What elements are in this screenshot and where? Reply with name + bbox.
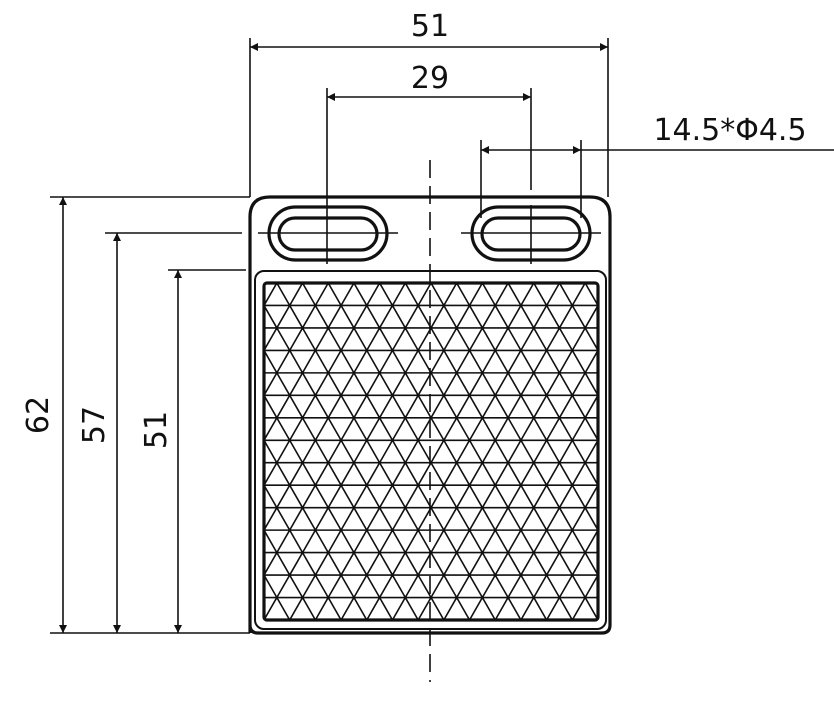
dimension-label-reflector: 51 (139, 411, 174, 449)
prism-pattern (264, 283, 598, 620)
prism-grid-lines (264, 283, 598, 620)
reflector-body (248, 195, 612, 635)
dimension-label-slot: 14.5*Φ4.5 (653, 113, 806, 148)
mounting-slot-left (258, 205, 398, 262)
dimension-hole-spacing: 29 (326, 61, 532, 264)
dimension-label-height: 62 (21, 396, 56, 434)
mounting-slot-right (461, 205, 601, 264)
dimension-label-spacing: 29 (411, 61, 449, 96)
dimension-reflector-height: 51 (139, 269, 246, 633)
dimension-label-width: 51 (411, 9, 449, 44)
dimension-overall-width: 51 (249, 9, 609, 197)
dimension-slot: 14.5*Φ4.5 (480, 113, 834, 218)
dimension-label-hole-bottom: 57 (77, 406, 112, 444)
dimension-hole-to-bottom: 57 (77, 232, 242, 633)
dimension-overall-height: 62 (21, 196, 250, 634)
